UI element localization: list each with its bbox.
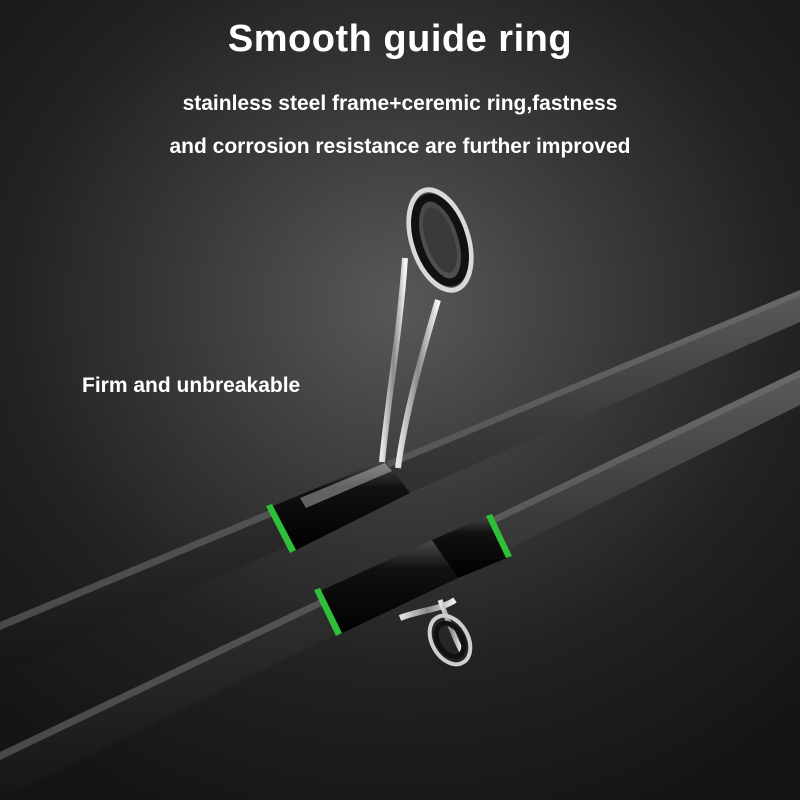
green-band xyxy=(486,514,512,558)
callout-label: Firm and unbreakable xyxy=(82,374,301,397)
top-guide-ring xyxy=(379,187,474,469)
green-band xyxy=(314,588,342,636)
upper-guide-wrap xyxy=(266,460,410,553)
lower-guide-wrap xyxy=(314,514,512,636)
headline-line-2: and corrosion resistance are further imp… xyxy=(169,135,631,158)
green-band xyxy=(266,504,296,553)
lower-guide-ring xyxy=(398,597,473,667)
headline-line-1: stainless steel frame+ceremic ring,fastn… xyxy=(182,92,618,115)
headline-title: Smooth guide ring xyxy=(227,18,573,60)
